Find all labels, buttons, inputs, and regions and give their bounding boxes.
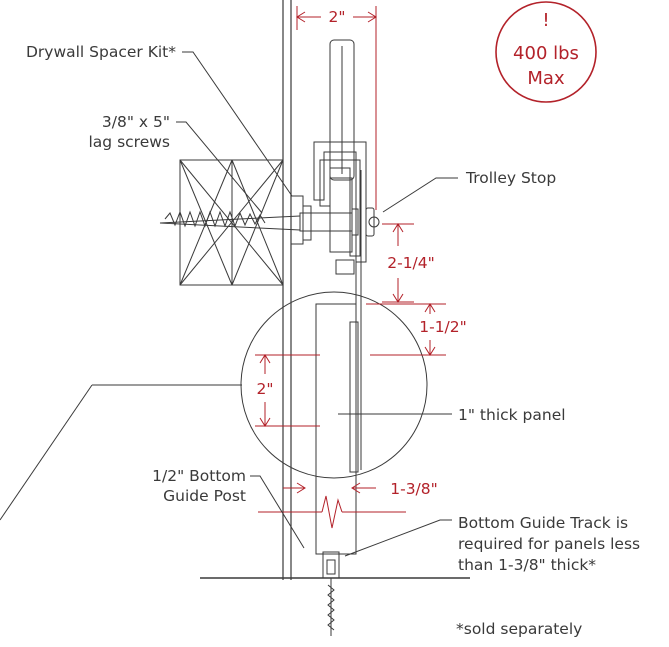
dimension-panel-gap <box>366 303 446 356</box>
dimension-panel-thickness-label: 1-3/8" <box>390 480 438 498</box>
lag-screws-label-2: lag screws <box>89 133 171 151</box>
callout-leaders <box>176 51 458 557</box>
lag-screws-label-1: 3/8" x 5" <box>102 113 170 131</box>
guide-post <box>322 551 340 636</box>
dimension-top-width <box>296 6 377 210</box>
panel-label: 1" thick panel <box>458 406 566 424</box>
dimension-panel-thickness <box>258 482 406 529</box>
guide-track-label-3: than 1-3/8" thick* <box>458 556 596 574</box>
guide-post-label-2: Guide Post <box>163 487 246 505</box>
weight-limit-badge: ! 400 lbs Max <box>495 1 597 103</box>
badge-circle <box>495 1 597 103</box>
dimension-top-width-label: 2" <box>329 8 346 26</box>
guide-track-label-2: required for panels less <box>458 535 640 553</box>
badge-weight: 400 lbs <box>513 43 579 64</box>
trolley-stop-label: Trolley Stop <box>465 169 556 187</box>
dimension-detail-height-label: 2" <box>257 380 274 398</box>
stud-block <box>179 159 284 286</box>
dimension-detail-height <box>255 354 320 427</box>
track-rail <box>313 141 367 275</box>
drywall-spacer-label: Drywall Spacer Kit* <box>26 43 176 61</box>
dimension-stop-offset <box>382 223 414 303</box>
lag-screw <box>159 208 359 236</box>
wall <box>282 0 292 580</box>
detail-leader-diag <box>0 384 93 521</box>
dimension-stop-offset-label: 2-1/4" <box>387 254 435 272</box>
badge-exclamation: ! <box>542 10 549 31</box>
footnote: *sold separately <box>456 620 582 638</box>
badge-max: Max <box>527 68 565 89</box>
trolley-stop <box>365 207 380 237</box>
guide-post-label-1: 1/2" Bottom <box>152 467 246 485</box>
drywall-spacer <box>290 195 312 245</box>
door-panel <box>315 303 359 555</box>
guide-track-label-1: Bottom Guide Track is <box>458 514 628 532</box>
dimension-panel-gap-label: 1-1/2" <box>419 318 467 336</box>
